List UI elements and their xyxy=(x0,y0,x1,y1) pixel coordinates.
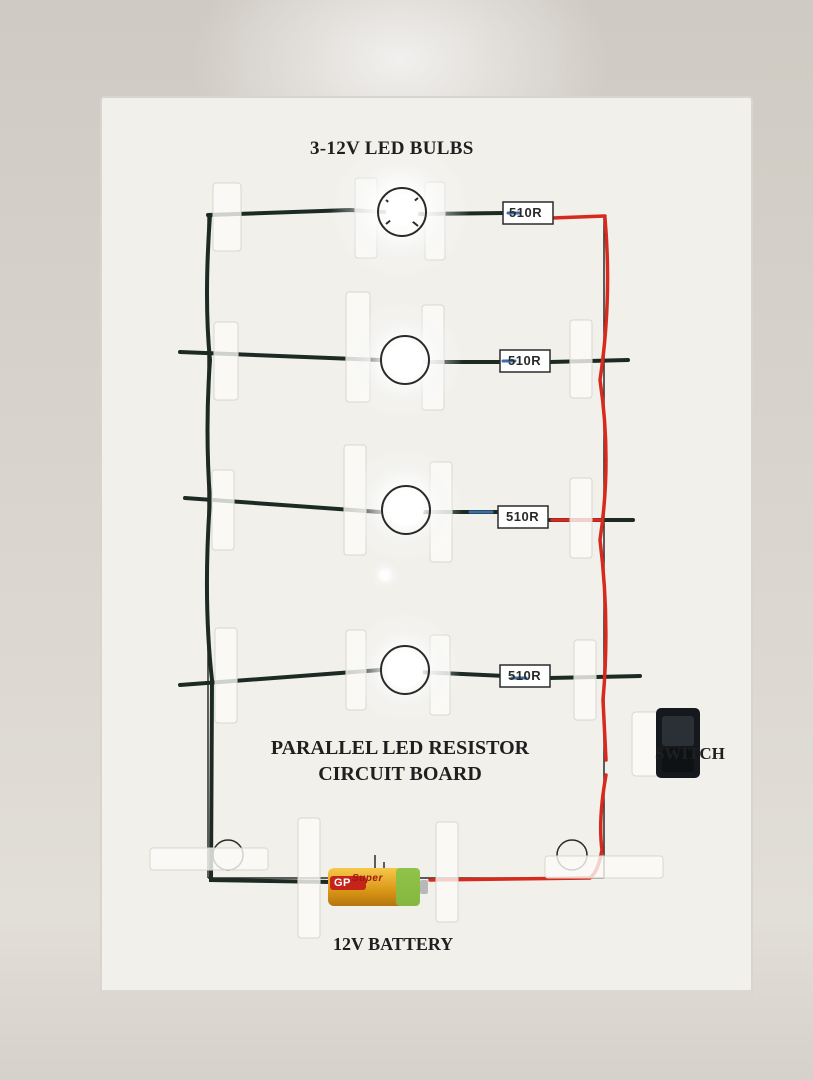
resistor-label-4: 510R xyxy=(508,668,542,683)
board-title-line1: PARALLEL LED RESISTOR xyxy=(270,737,530,759)
resistor-label-3: 510R xyxy=(506,509,540,524)
battery-model: Super xyxy=(352,873,383,884)
top-label: 3-12V LED BULBS xyxy=(310,138,474,159)
battery-brand: GP xyxy=(334,877,351,889)
switch-label: SWITCH xyxy=(655,744,725,763)
resistor-label-1: 510R xyxy=(509,205,543,220)
resistor-boxes xyxy=(497,201,554,688)
rocker-switch xyxy=(656,708,700,778)
battery-label: 12V BATTERY xyxy=(333,934,454,954)
board-title: PARALLEL LED RESISTOR CIRCUIT BOARD xyxy=(250,735,550,787)
battery xyxy=(328,868,428,906)
board-title-line2: CIRCUIT BOARD xyxy=(318,763,482,785)
resistor-label-2: 510R xyxy=(508,353,542,368)
resistor-bodies xyxy=(468,211,528,680)
